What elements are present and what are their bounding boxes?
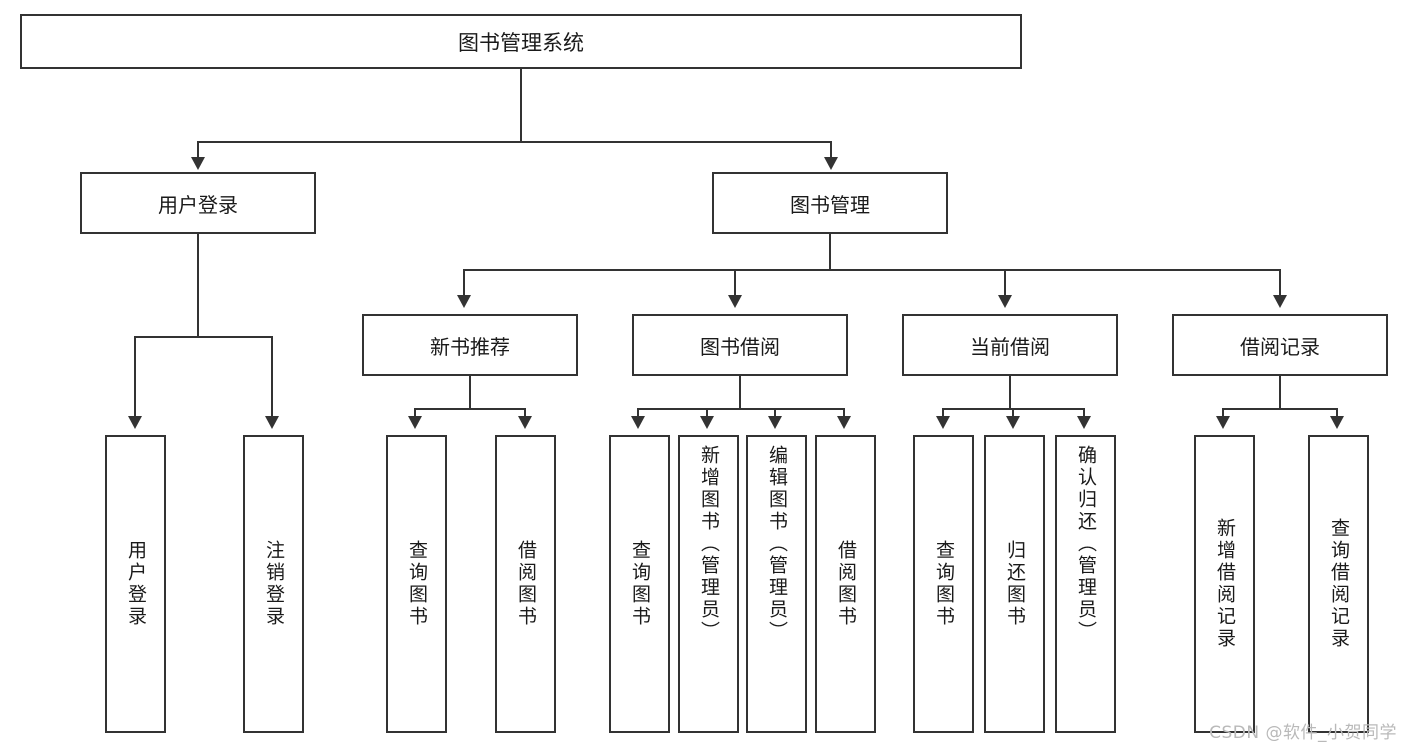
node-user-login[interactable]: 用户登录 <box>80 172 316 234</box>
connector-bm-drop-2 <box>734 269 736 297</box>
csdn-watermark: CSDN @软件_小贺同学 <box>1209 723 1397 743</box>
node-label: 图书借阅 <box>700 334 780 359</box>
connector-bb-stem <box>739 376 741 409</box>
connector-book-management-bus <box>463 269 1280 271</box>
connector-nbr-bus <box>414 408 526 410</box>
leaf-new-book-query-book[interactable]: 查询图书 <box>386 435 447 733</box>
node-label: 用户登录 <box>158 192 238 217</box>
arrowhead-br-leaf-2 <box>1330 416 1344 429</box>
connector-root-drop-1 <box>197 141 199 159</box>
node-borrow-record[interactable]: 借阅记录 <box>1172 314 1388 376</box>
arrowhead-cb-leaf-3 <box>1077 416 1091 429</box>
leaf-label: 查询图书 <box>629 540 651 628</box>
leaf-label: 查询借阅记录 <box>1328 518 1350 650</box>
leaf-book-borrow-add-book[interactable]: 新增图书（管理员） <box>678 435 739 733</box>
connector-root-bus <box>197 141 832 143</box>
connector-bb-drop-1 <box>637 408 639 418</box>
connector-bb-drop-3 <box>774 408 776 418</box>
arrowhead-bb-leaf-2 <box>700 416 714 429</box>
arrowhead-to-user-login <box>191 157 205 170</box>
arrowhead-cb-leaf-1 <box>936 416 950 429</box>
connector-root-drop-2 <box>830 141 832 159</box>
leaf-label: 借阅图书 <box>515 540 537 628</box>
connector-user-login-stem <box>197 234 199 337</box>
node-label: 图书管理 <box>790 192 870 217</box>
connector-nbr-drop-1 <box>414 408 416 418</box>
leaf-label: 确认归还（管理员） <box>1075 445 1097 643</box>
connector-bb-bus <box>637 408 845 410</box>
node-root-book-management-system[interactable]: 图书管理系统 <box>20 14 1022 69</box>
connector-br-stem <box>1279 376 1281 409</box>
leaf-book-borrow-query-book[interactable]: 查询图书 <box>609 435 670 733</box>
leaf-label: 用户登录 <box>125 540 147 628</box>
leaf-user-login-logout[interactable]: 注销登录 <box>243 435 304 733</box>
connector-br-drop-2 <box>1336 408 1338 418</box>
connector-user-login-bus <box>134 336 272 338</box>
connector-user-login-drop-1 <box>134 336 136 418</box>
connector-nbr-drop-2 <box>524 408 526 418</box>
leaf-current-borrow-return-book[interactable]: 归还图书 <box>984 435 1045 733</box>
connector-cb-stem <box>1009 376 1011 409</box>
arrowhead-to-new-book-recommend <box>457 295 471 308</box>
arrowhead-bb-leaf-4 <box>837 416 851 429</box>
connector-nbr-stem <box>469 376 471 409</box>
node-label: 当前借阅 <box>970 334 1050 359</box>
connector-user-login-drop-2 <box>271 336 273 418</box>
leaf-label: 注销登录 <box>263 540 285 628</box>
arrowhead-br-leaf-1 <box>1216 416 1230 429</box>
node-label: 新书推荐 <box>430 334 510 359</box>
arrowhead-bb-leaf-3 <box>768 416 782 429</box>
connector-bb-drop-4 <box>843 408 845 418</box>
leaf-label: 新增借阅记录 <box>1214 518 1236 650</box>
arrowhead-to-current-borrow <box>998 295 1012 308</box>
leaf-label: 查询图书 <box>406 540 428 628</box>
arrowhead-to-book-borrow <box>728 295 742 308</box>
leaf-book-borrow-edit-book[interactable]: 编辑图书（管理员） <box>746 435 807 733</box>
connector-root-stem <box>520 69 522 142</box>
arrowhead-user-login-leaf-2 <box>265 416 279 429</box>
arrowhead-user-login-leaf-1 <box>128 416 142 429</box>
connector-br-bus <box>1222 408 1337 410</box>
leaf-label: 归还图书 <box>1004 540 1026 628</box>
arrowhead-nbr-leaf-2 <box>518 416 532 429</box>
leaf-borrow-record-query-record[interactable]: 查询借阅记录 <box>1308 435 1369 733</box>
leaf-user-login-login[interactable]: 用户登录 <box>105 435 166 733</box>
leaf-label: 借阅图书 <box>835 540 857 628</box>
arrowhead-to-borrow-record <box>1273 295 1287 308</box>
leaf-book-borrow-borrow-book[interactable]: 借阅图书 <box>815 435 876 733</box>
connector-book-management-stem <box>829 234 831 270</box>
leaf-label: 查询图书 <box>933 540 955 628</box>
node-label: 图书管理系统 <box>458 30 584 55</box>
connector-bm-drop-3 <box>1004 269 1006 297</box>
leaf-label: 编辑图书（管理员） <box>766 445 788 643</box>
arrowhead-bb-leaf-1 <box>631 416 645 429</box>
leaf-borrow-record-add-record[interactable]: 新增借阅记录 <box>1194 435 1255 733</box>
leaf-current-borrow-query-book[interactable]: 查询图书 <box>913 435 974 733</box>
connector-bb-drop-2 <box>706 408 708 418</box>
connector-cb-drop-2 <box>1012 408 1014 418</box>
node-label: 借阅记录 <box>1240 334 1320 359</box>
connector-cb-drop-3 <box>1083 408 1085 418</box>
connector-bm-drop-4 <box>1279 269 1281 297</box>
leaf-current-borrow-confirm-return[interactable]: 确认归还（管理员） <box>1055 435 1116 733</box>
arrowhead-to-book-management <box>824 157 838 170</box>
leaf-new-book-borrow-book[interactable]: 借阅图书 <box>495 435 556 733</box>
node-current-borrow[interactable]: 当前借阅 <box>902 314 1118 376</box>
arrowhead-cb-leaf-2 <box>1006 416 1020 429</box>
node-new-book-recommend[interactable]: 新书推荐 <box>362 314 578 376</box>
connector-br-drop-1 <box>1222 408 1224 418</box>
connector-bm-drop-1 <box>463 269 465 297</box>
node-book-borrow[interactable]: 图书借阅 <box>632 314 848 376</box>
leaf-label: 新增图书（管理员） <box>698 445 720 643</box>
node-book-management[interactable]: 图书管理 <box>712 172 948 234</box>
arrowhead-nbr-leaf-1 <box>408 416 422 429</box>
connector-cb-drop-1 <box>942 408 944 418</box>
